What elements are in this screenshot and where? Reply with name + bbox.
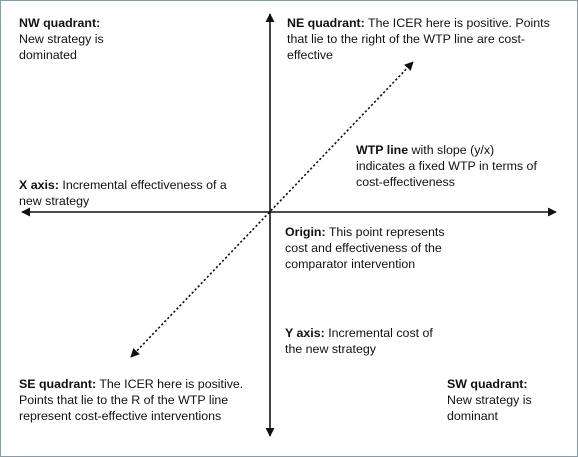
sw-quadrant-heading: SW quadrant: [447, 377, 528, 391]
sw-quadrant-text: New strategy is dominant [447, 393, 536, 423]
se-quadrant-heading: SE quadrant: [19, 377, 97, 391]
se-quadrant-text: The ICER here is positive. Points that l… [19, 377, 251, 423]
wtp-line-text: with slope (y/x) indicates a fixed WTP i… [356, 143, 541, 189]
wtp-line [130, 61, 414, 358]
ne-quadrant-heading: NE quadrant: [287, 16, 365, 30]
se-quadrant-label: SE quadrant: The ICER here is positive. … [19, 376, 251, 424]
wtp-line-heading: WTP line [356, 143, 409, 157]
wtp-line-label: WTP line with slope (y/x) indicates a fi… [356, 142, 546, 190]
nw-quadrant-heading: NW quadrant: [19, 16, 101, 30]
x-axis-label: X axis: Incremental effectiveness of a n… [19, 177, 239, 209]
ne-quadrant-text: The ICER here is positive. Points that l… [287, 16, 554, 62]
y-axis-heading: Y axis: [285, 326, 325, 340]
y-axis-text: Incremental cost of the new strategy [285, 326, 437, 356]
origin-text: This point represents cost and effective… [285, 225, 448, 271]
x-axis-text: Incremental effectiveness of a new strat… [19, 178, 231, 208]
sw-quadrant-label: SW quadrant: New strategy is dominant [447, 376, 562, 424]
origin-label: Origin: This point represents cost and e… [285, 224, 447, 272]
y-axis-label: Y axis: Incremental cost of the new stra… [285, 325, 435, 357]
nw-quadrant-label: NW quadrant: New strategy is dominated [19, 15, 149, 63]
nw-quadrant-text: New strategy is dominated [19, 32, 108, 62]
origin-heading: Origin: [285, 225, 326, 239]
ne-quadrant-label: NE quadrant: The ICER here is positive. … [287, 15, 563, 63]
x-axis-heading: X axis: [19, 178, 59, 192]
